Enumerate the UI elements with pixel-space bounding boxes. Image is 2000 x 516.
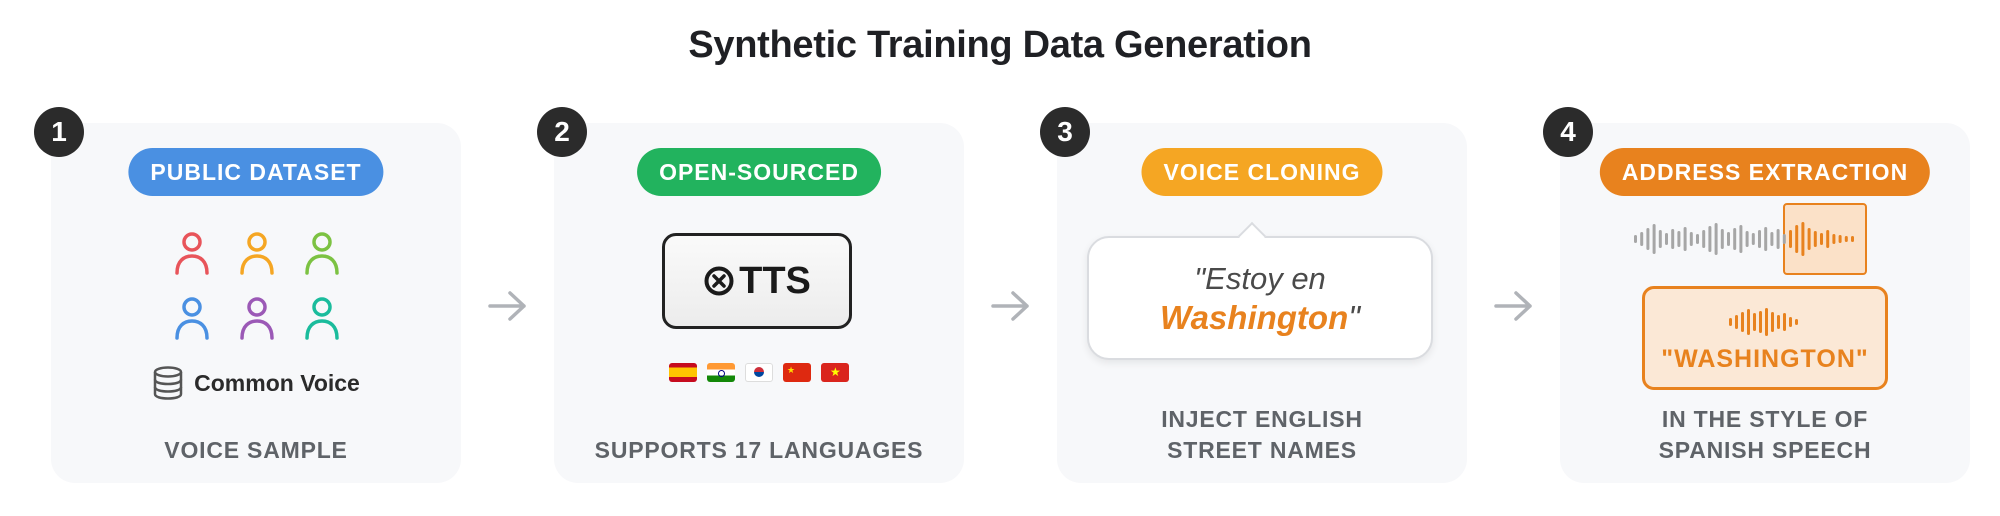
waveform-bar <box>1733 228 1737 250</box>
arrow-right-icon <box>1494 291 1532 321</box>
waveform-bar <box>1764 227 1768 251</box>
caption-languages: SUPPORTS 17 LANGUAGES <box>594 437 924 463</box>
waveform-bar <box>1844 236 1848 242</box>
waveform-icon <box>1634 222 1854 256</box>
waveform-bar <box>1777 315 1780 329</box>
waveform-bar <box>1753 313 1756 331</box>
quote-line-2: Washington" <box>1089 298 1431 338</box>
caption-voice-sample: VOICE SAMPLE <box>164 437 348 463</box>
tts-logo: TTS <box>662 233 852 329</box>
waveform-bar <box>1683 227 1687 251</box>
quote-highlight: Washington <box>1160 299 1349 336</box>
extracted-box: "WASHINGTON" <box>1642 286 1888 390</box>
waveform-bar <box>1739 225 1743 253</box>
waveform-bar <box>1795 319 1798 325</box>
person-icon-orange <box>240 232 274 275</box>
caption-line-2: STREET NAMES <box>1167 437 1357 463</box>
waveform-bar <box>1783 313 1786 331</box>
person-icon-purple <box>240 297 274 340</box>
step-number-4: 4 <box>1543 107 1593 157</box>
waveform-bar <box>1727 232 1730 246</box>
badge-public-dataset: PUBLIC DATASET <box>128 148 384 196</box>
waveform-bar <box>1820 233 1823 245</box>
step-card-open-sourced: OPEN-SOURCED TTS ★ ★ SUPPORTS 17 LANGUAG… <box>554 123 964 483</box>
waveform-bar <box>1782 234 1786 244</box>
person-icon-green <box>305 232 339 275</box>
caption-line-2: SPANISH SPEECH <box>1658 437 1872 463</box>
badge-open-sourced: OPEN-SOURCED <box>637 148 881 196</box>
waveform-bar <box>1741 312 1744 332</box>
dataset-row: Common Voice <box>51 366 461 400</box>
quote-end: " <box>1348 299 1360 336</box>
tts-logo-text: TTS <box>739 259 811 302</box>
flag-vietnam: ★ <box>821 363 849 382</box>
arrow-right-icon <box>488 291 526 321</box>
waveform-bar <box>1720 229 1724 249</box>
waveform-bar <box>1770 232 1774 246</box>
person-icon-red <box>175 232 209 275</box>
waveform-bar <box>1813 231 1817 247</box>
caption-style: IN THE STYLE OF SPANISH SPEECH <box>1560 404 1970 466</box>
waveform-bar <box>1708 226 1712 252</box>
database-icon <box>153 366 183 400</box>
x-circle-icon <box>704 266 734 296</box>
person-icon-blue <box>175 297 209 340</box>
waveform-bar <box>1665 233 1668 245</box>
waveform-bar <box>1640 232 1644 246</box>
waveform-bar <box>1765 308 1768 336</box>
step-number-2: 2 <box>537 107 587 157</box>
waveform-bar <box>1658 230 1662 248</box>
caption-inject: INJECT ENGLISH STREET NAMES <box>1057 404 1467 466</box>
person-icon-teal <box>305 297 339 340</box>
arrow-right-icon <box>991 291 1029 321</box>
waveform-bar <box>1795 225 1799 253</box>
badge-voice-cloning: VOICE CLONING <box>1141 148 1383 196</box>
waveform-bar <box>1807 228 1811 250</box>
waveform-bar <box>1646 228 1650 250</box>
flag-south-korea <box>745 363 773 382</box>
step-number-1: 1 <box>34 107 84 157</box>
waveform-bar <box>1759 311 1762 333</box>
waveform-bar <box>1689 232 1693 246</box>
waveform-bar <box>1758 230 1761 248</box>
caption-line-1: IN THE STYLE OF <box>1661 406 1869 432</box>
waveform-bar <box>1751 233 1755 245</box>
language-flags: ★ ★ <box>554 363 964 382</box>
page-title: Synthetic Training Data Generation <box>688 24 1312 66</box>
flag-india <box>707 363 735 382</box>
waveform-bar <box>1789 317 1792 327</box>
waveform-bar <box>1702 230 1706 248</box>
waveform-bar <box>1771 312 1774 332</box>
waveform-bar <box>1729 318 1732 326</box>
step-number-3: 3 <box>1040 107 1090 157</box>
quote-line-1: "Estoy en <box>1194 261 1326 296</box>
waveform-bar <box>1652 224 1656 254</box>
waveform-bar <box>1735 315 1738 329</box>
waveform-bar <box>1832 234 1836 244</box>
flag-china: ★ <box>783 363 811 382</box>
waveform-bar <box>1789 230 1792 248</box>
speech-bubble: "Estoy en Washington" <box>1087 236 1433 360</box>
waveform-bar <box>1838 235 1842 243</box>
step-card-voice-cloning: VOICE CLONING "Estoy en Washington" INJE… <box>1057 123 1467 483</box>
caption-line-1: INJECT ENGLISH <box>1161 406 1363 432</box>
step-card-public-dataset: PUBLIC DATASET Common Voice VOICE SAMPLE <box>51 123 461 483</box>
flag-spain <box>669 363 697 382</box>
waveform-bar <box>1634 235 1637 243</box>
waveform-bar <box>1714 223 1718 255</box>
dataset-label: Common Voice <box>194 369 360 396</box>
waveform-bar <box>1696 234 1699 244</box>
waveform-bar <box>1747 309 1750 335</box>
waveform-bar <box>1776 229 1780 249</box>
waveform-bar <box>1826 230 1830 248</box>
waveform-bar <box>1851 236 1854 242</box>
badge-address-extraction: ADDRESS EXTRACTION <box>1599 148 1931 196</box>
extracted-text: "WASHINGTON" <box>1661 345 1869 373</box>
waveform-bar <box>1745 231 1749 247</box>
waveform-bar <box>1677 231 1681 247</box>
waveform-small-icon <box>1729 308 1798 336</box>
step-card-address-extraction: ADDRESS EXTRACTION "WASHINGTON" IN THE S… <box>1560 123 1970 483</box>
waveform-bar <box>1801 222 1805 256</box>
waveform-bar <box>1671 229 1675 249</box>
